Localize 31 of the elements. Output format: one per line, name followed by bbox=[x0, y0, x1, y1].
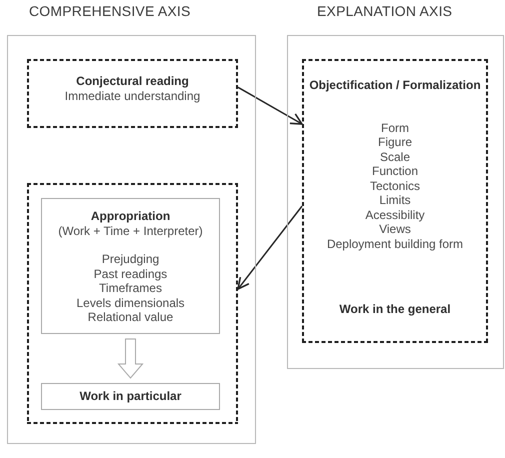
box-text: Levels dimensionals bbox=[76, 296, 185, 310]
box-title: Appropriation bbox=[90, 209, 170, 224]
box-text: Tectonics bbox=[370, 178, 420, 193]
box-title: Work in particular bbox=[80, 389, 182, 404]
box-text: Function bbox=[372, 164, 418, 178]
box-title: Work in the general bbox=[339, 302, 451, 316]
box-text: Views bbox=[379, 222, 411, 236]
box-text: (Work + Time + Interpreter) bbox=[58, 224, 203, 238]
hollow-arrow bbox=[117, 338, 144, 379]
box-text: Relational value bbox=[88, 310, 174, 324]
dashed-frame bbox=[302, 59, 488, 343]
box-title: Conjectural reading bbox=[76, 74, 189, 88]
box-text: Immediate understanding bbox=[64, 88, 200, 103]
box-text: Scale bbox=[380, 150, 410, 164]
dashed-frame bbox=[27, 59, 238, 128]
arrow bbox=[237, 206, 303, 290]
box-text: Acessibility bbox=[365, 208, 425, 222]
axis-heading: EXPLANATION AXIS bbox=[317, 3, 452, 20]
box-text: Deployment building form bbox=[326, 236, 464, 251]
box-text: Past readings bbox=[94, 266, 168, 281]
axis-heading: COMPREHENSIVE AXIS bbox=[29, 3, 191, 20]
box-text: Figure bbox=[378, 135, 412, 150]
box-text: Timeframes bbox=[99, 281, 162, 296]
text-box bbox=[41, 198, 220, 334]
text-box bbox=[41, 383, 220, 410]
dashed-frame bbox=[27, 183, 238, 424]
box-text: Limits bbox=[379, 193, 411, 208]
box-text: Prejudging bbox=[102, 252, 160, 266]
arrow bbox=[238, 86, 303, 125]
box-title: Objectification / Formalization bbox=[309, 78, 481, 92]
box-text: Form bbox=[381, 120, 409, 135]
